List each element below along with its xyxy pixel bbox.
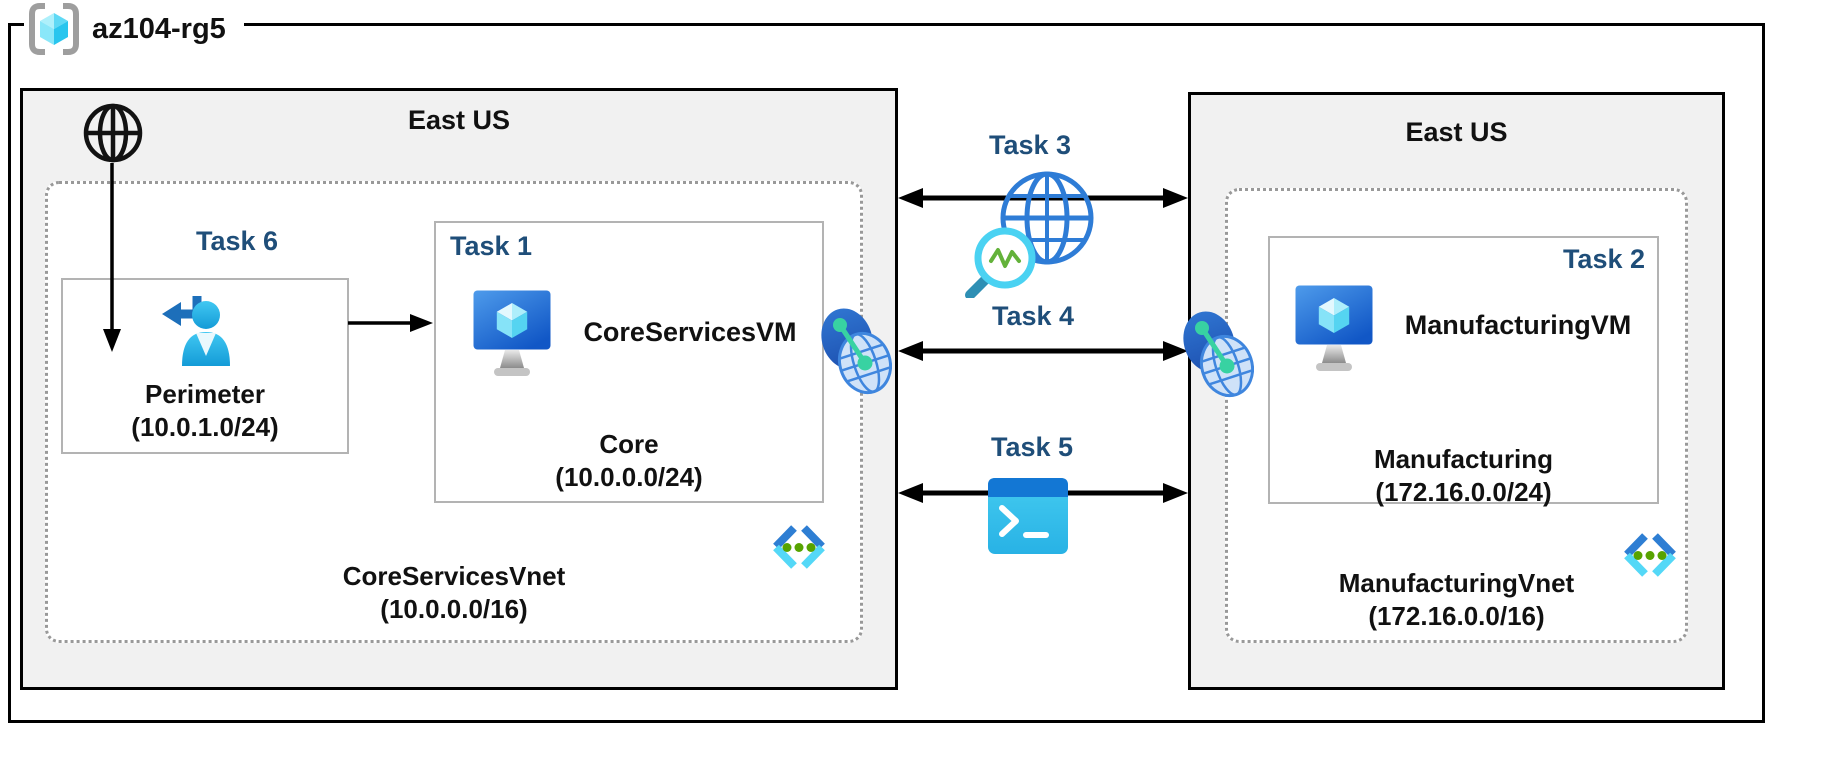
- perimeter-subnet-cidr: (10.0.1.0/24): [131, 412, 279, 442]
- manufacturing-subnet-name: Manufacturing: [1373, 444, 1554, 474]
- manufacturing-vnet-name: ManufacturingVnet: [1338, 568, 1575, 598]
- core-subnet-label: Core (10.0.0.0/24): [436, 428, 822, 494]
- task6-label: Task 6: [195, 226, 279, 256]
- region-title-left: East US: [407, 105, 511, 135]
- task1-vm-box: Task 1 CoreServicesVM Core (10.0: [434, 221, 824, 503]
- task3-label: Task 3: [988, 130, 1072, 160]
- region-east-us-right: East US Task 2 ManufacturingVM: [1188, 92, 1725, 690]
- resource-group-name: az104-rg5: [92, 12, 226, 45]
- virtual-network-icon: [1621, 532, 1679, 580]
- task5-label: Task 5: [990, 432, 1074, 462]
- manufacturing-vnet-box: Task 2 ManufacturingVM Manufacturing: [1225, 188, 1688, 643]
- internet-to-perimeter-arrow: [99, 163, 125, 353]
- internet-globe-icon: [81, 101, 145, 165]
- cloud-shell-icon: [988, 478, 1068, 554]
- core-vnet-cidr: (10.0.0.0/16): [380, 594, 528, 624]
- core-vm-name: CoreServicesVM: [583, 317, 797, 347]
- virtual-network-icon: [770, 524, 828, 572]
- network-peering-icon: [820, 305, 892, 397]
- task2-vm-box: Task 2 ManufacturingVM Manufacturing: [1268, 236, 1659, 507]
- core-vnet-label: CoreServicesVnet (10.0.0.0/16): [48, 560, 860, 626]
- core-subnet-name: Core: [599, 429, 659, 459]
- virtual-machine-icon: [1294, 284, 1374, 379]
- task4-arrow: [898, 338, 1188, 364]
- perimeter-subnet-label: Perimeter (10.0.1.0/24): [63, 378, 347, 444]
- sign-in-user-icon: [159, 288, 231, 368]
- resource-group-header: az104-rg5: [24, 0, 244, 58]
- virtual-machine-icon: [472, 289, 552, 384]
- manufacturing-subnet-label: Manufacturing (172.16.0.0/24): [1270, 443, 1657, 509]
- perimeter-subnet-box: Perimeter (10.0.1.0/24): [61, 278, 349, 454]
- resource-group-container: [8, 23, 1765, 723]
- manufacturing-vnet-cidr: (172.16.0.0/16): [1368, 601, 1545, 631]
- region-title-right: East US: [1405, 117, 1508, 147]
- core-subnet-cidr: (10.0.0.0/24): [555, 462, 703, 492]
- manufacturing-vm-name: ManufacturingVM: [1404, 310, 1632, 340]
- core-vnet-name: CoreServicesVnet: [342, 561, 566, 591]
- manufacturing-subnet-cidr: (172.16.0.0/24): [1375, 477, 1552, 507]
- perimeter-subnet-name: Perimeter: [145, 379, 265, 409]
- perimeter-to-vm-arrow: [348, 310, 434, 336]
- task4-label: Task 4: [991, 301, 1075, 331]
- task1-label: Task 1: [450, 231, 533, 261]
- network-peering-icon: [1182, 308, 1254, 400]
- resource-group-icon: [26, 2, 82, 56]
- manufacturing-vnet-label: ManufacturingVnet (172.16.0.0/16): [1228, 567, 1685, 633]
- core-services-vnet-box: Task 6 Perimeter (10.0.1.0/24): [45, 181, 863, 643]
- task2-label: Task 2: [1562, 244, 1645, 274]
- region-east-us-left: East US Task 6: [20, 88, 898, 690]
- network-watcher-icon: [955, 166, 1105, 298]
